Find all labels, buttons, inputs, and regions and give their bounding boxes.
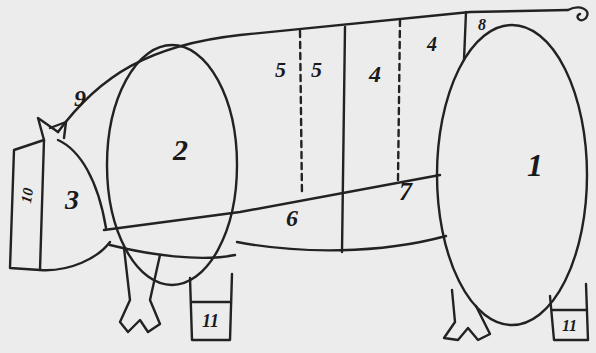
- callout-number: 2: [173, 135, 188, 165]
- callout-number: 11: [202, 312, 219, 330]
- callout-number: 8: [478, 17, 486, 33]
- callout-number: 4: [369, 62, 381, 86]
- callout-number: 10: [19, 187, 36, 204]
- callout-number: 5: [311, 59, 322, 81]
- callout-number: 4: [427, 34, 437, 54]
- callout-number: 5: [275, 59, 286, 81]
- callout-number: 1: [527, 149, 543, 181]
- callout-number: 7: [399, 179, 412, 205]
- callout-number: 11: [562, 318, 577, 334]
- callout-number: 3: [65, 186, 79, 214]
- callout-number: 6: [286, 206, 298, 230]
- callout-number: 9: [74, 86, 86, 110]
